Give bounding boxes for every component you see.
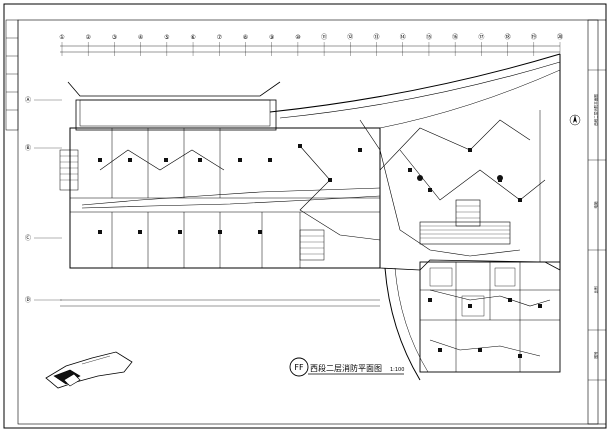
east-hall — [269, 53, 561, 271]
axis-label-top: ⑥ — [190, 34, 195, 41]
smoke-detector-icon — [138, 230, 142, 234]
axis-label-top: ④ — [138, 34, 143, 41]
smoke-detector-icon — [98, 230, 102, 234]
smoke-detector-icon — [238, 158, 242, 162]
axis-label-top: ⑪ — [321, 33, 327, 41]
axis-label-top: ⑭ — [400, 33, 406, 41]
smoke-detector-icon — [358, 148, 362, 152]
smoke-detector-icon — [538, 304, 542, 308]
axis-label-top: ⑲ — [531, 33, 537, 41]
axis-label-left: Ⓒ — [25, 234, 31, 242]
column-icon — [497, 175, 503, 181]
axis-label-top: ① — [59, 34, 64, 41]
drawing-title: 西段二层消防平面图 — [310, 363, 382, 373]
title-block-text: 西段二层消防平面图 电施 比例 图号 — [593, 94, 598, 359]
title-block — [587, 19, 607, 425]
axis-label-top: ⑬ — [374, 33, 380, 41]
smoke-detector-icon — [164, 158, 168, 162]
south-east-block — [384, 261, 561, 381]
smoke-detector-icon — [268, 158, 272, 162]
west-wing — [59, 81, 381, 269]
smoke-detector-icon — [98, 158, 102, 162]
drawing-scale: 1:100 — [390, 367, 404, 373]
title-block-number: 图号 — [593, 351, 598, 359]
section-mark-circle — [289, 357, 309, 377]
title-block-scale: 比例 — [593, 286, 598, 294]
smoke-detector-icon — [468, 304, 472, 308]
smoke-detector-icon — [518, 354, 522, 358]
drawing-title-group: FF 西段二层消防平面图 1:100 — [289, 357, 404, 377]
top-dimension-lines — [60, 45, 560, 53]
smoke-detector-icon — [428, 298, 432, 302]
title-block-discipline: 电施 — [593, 201, 598, 209]
axis-label-top: ⑯ — [452, 33, 458, 41]
section-mark: FF — [294, 363, 304, 372]
axis-label-top: ⑮ — [426, 33, 432, 41]
smoke-detector-icon — [468, 148, 472, 152]
top-axis-bubbles: ① ② ③ ④ ⑤ ⑥ ⑦ ⑧ ⑨ ⑩ ⑪ ⑫ ⑬ ⑭ ⑮ ⑯ ⑰ ⑱ ⑲ ⑳ — [59, 33, 563, 56]
axis-label-top: ⑩ — [295, 34, 300, 41]
smoke-detectors — [98, 144, 542, 358]
sheet-border — [3, 3, 607, 429]
axis-label-top: ⑱ — [505, 33, 511, 41]
smoke-detector-icon — [518, 198, 522, 202]
axis-label-top: ③ — [112, 34, 117, 41]
axis-label-left: Ⓐ — [25, 96, 31, 104]
smoke-detector-icon — [428, 188, 432, 192]
smoke-detector-icon — [298, 144, 302, 148]
smoke-detector-icon — [128, 158, 132, 162]
left-title-strip — [5, 19, 19, 131]
axis-label-left: Ⓓ — [25, 296, 31, 304]
north-arrow-icon — [569, 114, 581, 126]
axis-label-left: Ⓑ — [25, 144, 31, 152]
smoke-detector-icon — [178, 230, 182, 234]
inner-frame — [17, 19, 599, 425]
axis-label-top: ⑦ — [217, 34, 223, 41]
smoke-detector-icon — [408, 168, 412, 172]
smoke-detector-icon — [218, 230, 222, 234]
title-block-drawing-name: 西段二层消防平面图 — [593, 94, 598, 126]
column-icon — [417, 175, 423, 181]
axis-label-top: ② — [86, 34, 92, 41]
smoke-detector-icon — [258, 230, 262, 234]
axis-label-top: ⑧ — [243, 34, 248, 41]
axis-label-top: ⑰ — [478, 33, 484, 41]
key-plan-icon — [45, 351, 133, 389]
axis-label-top: ⑫ — [347, 33, 353, 41]
bottom-dimension-lines — [60, 299, 380, 307]
axis-label-top: ⑳ — [557, 33, 563, 41]
smoke-detector-icon — [478, 348, 482, 352]
axis-label-top: ⑤ — [164, 34, 169, 41]
axis-label-top: ⑨ — [269, 34, 274, 41]
left-axis-bubbles: Ⓐ Ⓑ Ⓒ Ⓓ — [25, 96, 62, 304]
smoke-detector-icon — [328, 178, 332, 182]
smoke-detector-icon — [438, 348, 442, 352]
smoke-detector-icon — [508, 298, 512, 302]
smoke-detector-icon — [198, 158, 202, 162]
